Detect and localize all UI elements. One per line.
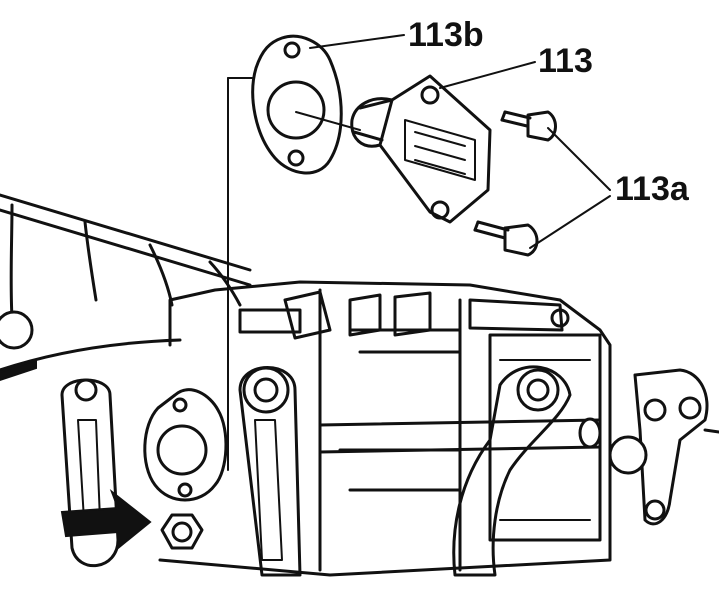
direction-arrow	[60, 488, 152, 551]
label-113b: 113b	[408, 16, 484, 54]
relay-113	[350, 74, 492, 224]
label-113: 113	[538, 42, 593, 80]
callout-labels: 113b 113 113a	[408, 16, 690, 208]
wiring-harness	[0, 193, 252, 382]
curved-arm	[452, 365, 572, 577]
screw-lower	[473, 220, 539, 257]
center-link-bar	[238, 366, 302, 577]
hex-nut	[160, 513, 204, 550]
screw-upper	[500, 110, 557, 142]
label-113a: 113a	[615, 170, 690, 208]
throttle-housing-assembly	[158, 280, 612, 577]
left-link-bar	[60, 378, 120, 567]
throttle-lever	[608, 368, 719, 526]
leader-lines	[227, 34, 611, 471]
mounted-flange	[143, 388, 228, 502]
gasket-113b	[251, 34, 343, 175]
